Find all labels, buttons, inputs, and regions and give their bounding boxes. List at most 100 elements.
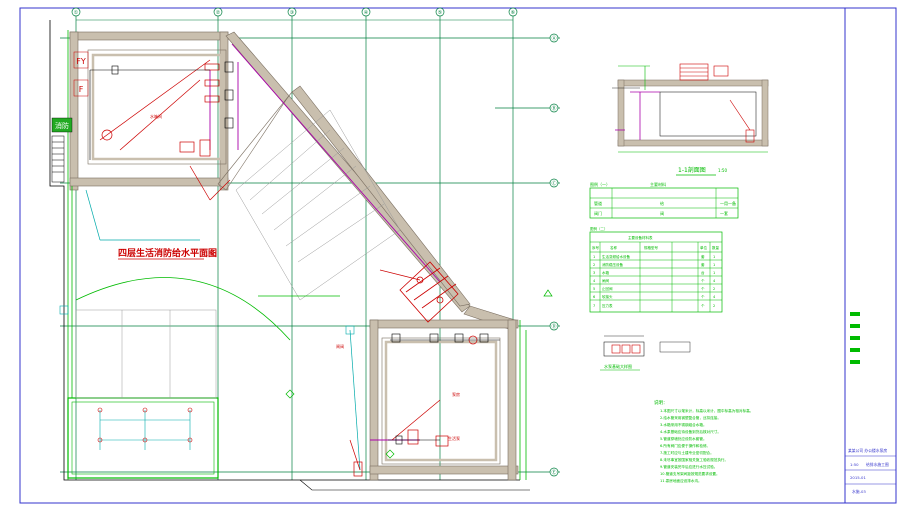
axis-label-top-4: ④ [364, 10, 369, 16]
note-8: 8.未尽事宜按国家相关施工验收规范执行。 [660, 457, 728, 462]
note-9: 9.管道安装完毕后应进行水压试验。 [660, 464, 717, 469]
note-2: 2.给水管采用钢塑复合管，丝扣连接。 [660, 415, 721, 420]
notes-title: 说明： [654, 399, 668, 406]
cyan-markers [59, 305, 355, 335]
table1-row2-c3: 一套 [720, 210, 728, 216]
title-block-project: 某某公司 办公楼水泵房 [848, 448, 887, 453]
table2-r4-qty: 4 [713, 279, 716, 283]
table2-r4-no: 4 [593, 279, 596, 283]
axis-label-right-c: Ⓒ [551, 180, 556, 187]
axis-label-right-b: Ⓑ [551, 105, 556, 112]
main-plan-title: 四层生活消防给水平面图 [118, 247, 217, 259]
title-block-drawing-name: 给排水施工图 [866, 462, 889, 467]
table2-r5-unit: 个 [701, 286, 705, 291]
note-6: 6.所有阀门应便于操作和检修。 [660, 443, 710, 448]
pump-base-detail [600, 335, 691, 371]
table2-r3-no: 3 [593, 271, 595, 275]
title-block-green-marks [845, 312, 896, 485]
room-tag-boxes [51, 51, 89, 133]
table2-header-3: 规格型号 [644, 245, 658, 250]
title-block-sheet-no: 水施-03 [852, 489, 866, 494]
table2-r7-no: 7 [593, 304, 595, 308]
upper-room-fixtures [89, 61, 234, 160]
note-4: 4.水泵基础应待设备到货后核对尺寸。 [660, 429, 721, 434]
axis-label-top-6: ⑥ [511, 10, 516, 16]
table2-r6-name: 软接头 [602, 294, 613, 299]
axis-label-right-a: Ⓐ [551, 35, 556, 42]
table2-header-4: 单位 [700, 245, 708, 250]
table2-r6-qty: 4 [713, 295, 716, 299]
axis-label-top-1: ① [74, 10, 79, 16]
main-plan-scale: 1:50 [205, 252, 216, 258]
room-lower-right-walls [369, 319, 519, 481]
table2-r6-unit: 个 [701, 294, 705, 299]
diagonal-walls [217, 31, 516, 331]
room-label-2: 泵房 [452, 391, 460, 397]
table2-r3-unit: 台 [701, 270, 705, 275]
detail-plan [612, 63, 769, 153]
table1-row2-c2: 阀 [660, 210, 664, 216]
axis-label-top-2: ② [216, 10, 221, 16]
room-label-1: 水箱间 [150, 113, 162, 119]
building-outline [49, 20, 520, 481]
table2-header-5: 数量 [712, 245, 720, 250]
lower-room-equipment [349, 335, 478, 477]
axis-label-top-5: ⑤ [438, 10, 442, 16]
detail-plan-scale: 1:50 [718, 168, 727, 173]
table2-r5-no: 5 [593, 287, 595, 291]
table2-r2-no: 2 [593, 263, 595, 267]
axis-label-right-d: Ⓓ [551, 323, 556, 330]
room-tag-f: F [79, 85, 84, 94]
valve-label: 闸阀 [336, 343, 344, 349]
table2-r1-unit: 套 [701, 254, 705, 259]
table2-header-2: 名称 [610, 245, 618, 250]
axis-label-top-3: ③ [290, 10, 294, 16]
table1-row1-c2: 给 [660, 200, 664, 206]
note-11: 11.泵房地面应设排水沟。 [660, 478, 702, 483]
axis-label-right-e: Ⓔ [551, 469, 556, 476]
table1-row1-c1: 管道 [594, 200, 602, 206]
table2-r7-name: 压力表 [602, 303, 613, 308]
legend-table-2 [589, 231, 723, 313]
room-tag-fire: 消防 [55, 121, 69, 130]
green-pipes [67, 30, 527, 480]
misc-markers [285, 289, 553, 459]
title-block-scale: 1:50 [850, 462, 859, 467]
small-detail-title: 水泵基础大样图 [604, 363, 632, 369]
lower-left-green-room [67, 397, 219, 479]
upper-room-equipment [99, 59, 231, 201]
title-block-date: 2015-01 [850, 475, 866, 480]
cyan-pipes [85, 189, 361, 471]
table2-r5-qty: 2 [713, 287, 715, 291]
middle-left-panels [75, 309, 217, 399]
room-upper-left-walls [69, 31, 229, 191]
table2-caption: 图例（二） [590, 226, 608, 231]
magenta-pipes [209, 43, 441, 441]
table2-r2-name: 消防稳压设备 [602, 262, 623, 267]
axis-grid [60, 14, 560, 480]
axis-bubbles-right [549, 33, 559, 477]
table2-r4-name: 闸阀 [602, 278, 610, 283]
note-7: 7.施工时应与土建专业密切配合。 [660, 450, 714, 455]
stair-hatch [235, 109, 401, 301]
table1-subtitle: 主要材料 [650, 181, 666, 187]
table2-r3-name: 水箱 [602, 270, 610, 275]
table1-row1-c3: 一用一备 [720, 200, 736, 206]
detail-plan-title: 1-1剖面图 [678, 166, 706, 174]
table2-r4-unit: 个 [701, 278, 705, 283]
building-outline-lower [299, 479, 530, 491]
table2-subtitle: 主要设备材料表 [628, 235, 653, 240]
note-5: 5.管道穿墙处应设防水套管。 [660, 436, 707, 441]
table1-caption: 图例（一） [590, 181, 610, 187]
title-block-frame [844, 7, 897, 504]
table2-r3-qty: 1 [713, 271, 715, 275]
table2-r1-qty: 1 [713, 255, 715, 259]
legend-table-1 [589, 187, 739, 219]
table2-header-1: 序号 [592, 245, 600, 250]
note-10: 10.管道支吊架间距按规范要求设置。 [660, 471, 720, 476]
table2-r7-qty: 2 [713, 304, 715, 308]
diagonal-equipment [379, 261, 459, 323]
table2-r7-unit: 个 [701, 303, 705, 308]
table2-r1-no: 1 [593, 255, 595, 259]
